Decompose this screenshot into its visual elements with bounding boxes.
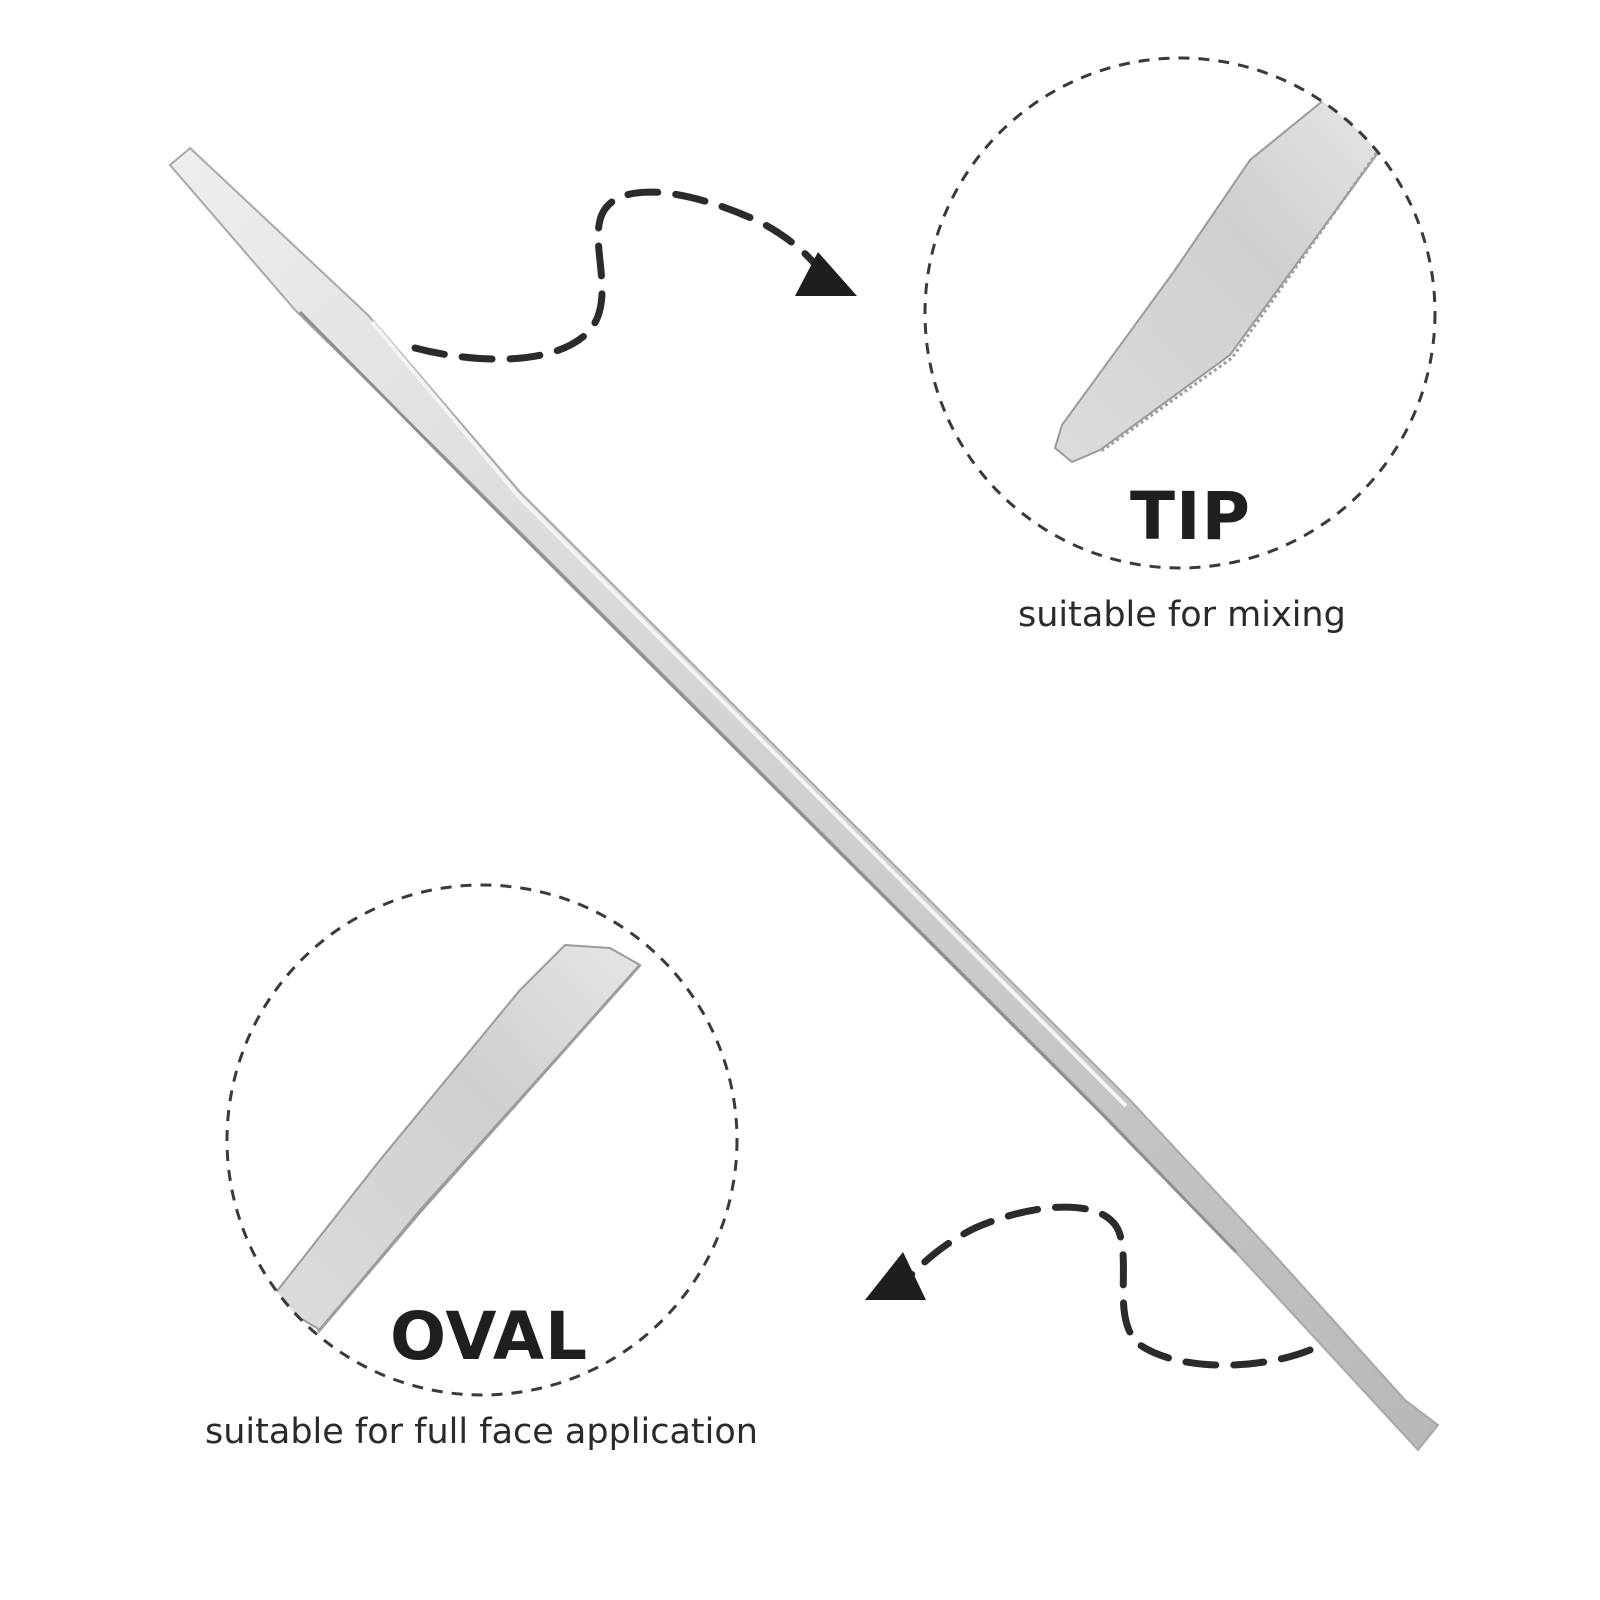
oval-caption: suitable for full face application — [205, 1412, 758, 1452]
tip-closeup-blade — [1053, 93, 1382, 464]
oval-zoom-ring — [225, 883, 739, 1397]
spatula-shine — [370, 320, 1128, 1108]
tip-zoom-ring — [923, 56, 1437, 570]
spatula — [168, 146, 1440, 1452]
oval-title: OVAL — [390, 1298, 589, 1375]
oval-arrow-head — [865, 1252, 926, 1300]
tip-zoom — [923, 56, 1437, 570]
tip-title: TIP — [1130, 478, 1251, 555]
tip-arrow — [411, 188, 857, 363]
oval-arrow — [865, 1203, 1314, 1369]
oval-closeup-blade — [268, 943, 642, 1332]
tip-caption: suitable for mixing — [1018, 595, 1346, 635]
tip-arrow-head — [795, 252, 857, 296]
spatula-edge-highlight — [298, 310, 1238, 1254]
oval-zoom — [225, 883, 739, 1397]
